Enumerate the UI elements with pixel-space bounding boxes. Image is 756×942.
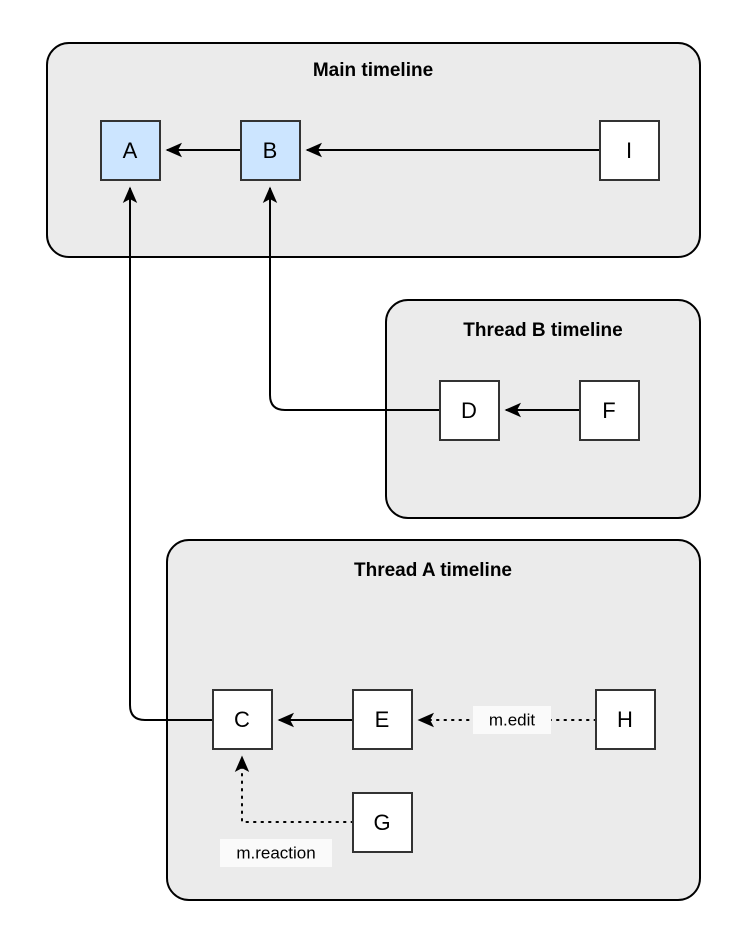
group-title-main: Main timeline bbox=[313, 60, 433, 81]
node-e-box[interactable] bbox=[352, 689, 413, 750]
nodes-layer: A B I D F C E H bbox=[100, 120, 660, 853]
node-e[interactable]: E bbox=[352, 689, 413, 750]
node-b-label: B bbox=[263, 138, 278, 163]
node-e-label: E bbox=[375, 707, 390, 732]
node-a[interactable]: A bbox=[100, 120, 161, 181]
node-a-box[interactable] bbox=[100, 120, 161, 181]
edges-layer bbox=[122, 142, 600, 823]
node-f-label: F bbox=[602, 398, 615, 423]
node-h[interactable]: H bbox=[595, 689, 656, 750]
edge-label-m-reaction-text: m.reaction bbox=[236, 843, 315, 862]
edge-label-m-edit-text: m.edit bbox=[489, 710, 536, 729]
node-i-label: I bbox=[626, 138, 632, 163]
edge-g-to-c-m-reaction bbox=[234, 755, 354, 823]
node-c[interactable]: C bbox=[212, 689, 273, 750]
edge-label-m-edit: m.edit bbox=[473, 706, 551, 734]
node-b[interactable]: B bbox=[240, 120, 301, 181]
group-title-thread-b: Thread B timeline bbox=[463, 320, 622, 341]
edge-label-m-reaction-bg bbox=[220, 839, 332, 867]
edge-label-m-edit-bg bbox=[473, 706, 551, 734]
node-i-box[interactable] bbox=[599, 120, 660, 181]
node-f-box[interactable] bbox=[579, 380, 640, 441]
node-f[interactable]: F bbox=[579, 380, 640, 441]
node-h-box[interactable] bbox=[595, 689, 656, 750]
group-title-thread-a: Thread A timeline bbox=[354, 560, 512, 581]
node-c-box[interactable] bbox=[212, 689, 273, 750]
edge-d-to-b bbox=[262, 186, 440, 411]
edge-labels-layer: m.edit m.reaction bbox=[220, 706, 551, 867]
node-i[interactable]: I bbox=[599, 120, 660, 181]
node-d[interactable]: D bbox=[439, 380, 500, 441]
node-g-box[interactable] bbox=[352, 792, 413, 853]
node-d-box[interactable] bbox=[439, 380, 500, 441]
node-b-box[interactable] bbox=[240, 120, 301, 181]
node-c-label: C bbox=[234, 707, 250, 732]
edge-c-to-a bbox=[122, 186, 213, 721]
edge-label-m-reaction: m.reaction bbox=[220, 839, 332, 867]
node-a-label: A bbox=[123, 138, 138, 163]
node-g[interactable]: G bbox=[352, 792, 413, 853]
node-h-label: H bbox=[617, 707, 633, 732]
node-g-label: G bbox=[373, 810, 390, 835]
node-d-label: D bbox=[461, 398, 477, 423]
